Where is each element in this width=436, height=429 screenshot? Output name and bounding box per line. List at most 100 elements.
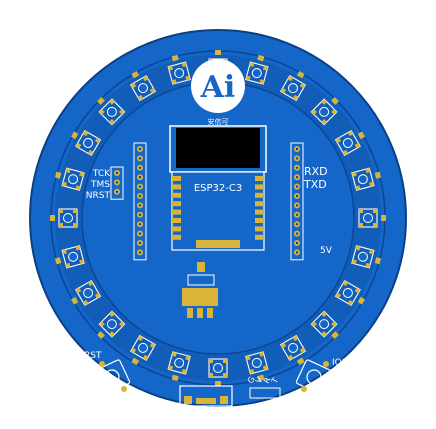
led-pad	[347, 299, 354, 306]
io9-button: IO9	[295, 358, 348, 395]
led-pad	[118, 109, 125, 115]
led-lens	[319, 319, 330, 330]
led-pad	[181, 369, 187, 374]
led-pad	[249, 62, 255, 67]
chip-label: ESP32-C3	[194, 183, 242, 194]
led-outline	[358, 208, 378, 228]
led-lens	[63, 213, 73, 223]
led-cap	[357, 296, 365, 305]
header-pin-hole	[295, 157, 299, 160]
led-cap	[50, 215, 55, 221]
led-pad	[354, 287, 361, 294]
io9-button-cap	[306, 369, 322, 385]
usb-pad-b	[220, 396, 228, 404]
label-io9: IO9	[332, 358, 348, 368]
header-pin-hole	[295, 185, 299, 188]
led-lens	[342, 138, 353, 148]
label-r: R	[262, 375, 273, 385]
header-pin-hole	[138, 204, 142, 207]
led-unit	[279, 71, 307, 102]
module-outline	[171, 171, 265, 251]
led-pad	[321, 118, 327, 125]
led-lens	[68, 251, 79, 262]
led-cap	[97, 97, 105, 105]
led-unit	[245, 351, 269, 382]
led-pad	[75, 185, 81, 191]
led-lens	[342, 288, 353, 298]
led-pad	[62, 249, 67, 255]
label-rxd: RXD	[304, 165, 328, 178]
rst-pad-b	[121, 386, 127, 392]
logo: Ai 安信可	[191, 59, 245, 126]
led-unit	[351, 245, 382, 269]
led-outline	[279, 334, 307, 361]
module-pads	[172, 176, 264, 240]
module-pad	[255, 218, 264, 223]
watermark: https://blog.csdn.net/qq1140920745	[210, 405, 430, 419]
regulator-pin2	[197, 308, 203, 318]
led-pad	[65, 262, 71, 268]
led-pad	[321, 99, 327, 105]
led-pad	[287, 354, 294, 361]
regulator-pin3	[207, 308, 213, 318]
header-pins-right	[290, 142, 304, 261]
rst-button: RST	[84, 351, 131, 395]
module-pad	[172, 218, 181, 223]
led-pad	[245, 75, 251, 81]
led-pad	[130, 347, 137, 354]
led-pad	[87, 280, 94, 287]
led-cap	[374, 257, 382, 265]
led-pad	[99, 109, 105, 115]
led-cap	[171, 374, 179, 382]
led-lens	[251, 68, 262, 79]
led-lens	[174, 68, 185, 79]
header-pin-hole	[138, 223, 142, 226]
header-pin-hole	[138, 213, 142, 216]
led-unit	[279, 334, 307, 365]
regulator-outline	[187, 274, 215, 286]
led-lens	[251, 357, 262, 368]
led-lens	[319, 106, 330, 117]
header-pin-hole	[295, 166, 299, 169]
led-lens	[357, 251, 368, 262]
led-pad	[149, 342, 156, 349]
led-cap	[97, 331, 105, 339]
led-pad	[351, 259, 357, 265]
led-unit	[129, 71, 157, 102]
led-pad	[185, 355, 191, 361]
led-outline	[334, 129, 361, 157]
led-pad	[94, 292, 101, 299]
module-pad	[172, 234, 181, 240]
io9-pad-a	[323, 361, 329, 367]
led-pad	[137, 335, 144, 342]
header-pin-hole	[138, 176, 142, 179]
regulator	[182, 262, 218, 318]
led-cap	[357, 131, 365, 140]
led-pad	[109, 99, 115, 105]
led-pad	[62, 181, 67, 187]
header-pin-hole	[115, 190, 119, 193]
header-pin-hole	[138, 241, 142, 245]
led-outline	[75, 279, 102, 307]
led-pad	[223, 359, 227, 363]
led-pad	[59, 209, 63, 213]
led-lens	[83, 288, 94, 298]
header-pin-hole	[138, 147, 142, 151]
module-pad	[255, 234, 264, 240]
led-pad	[373, 223, 377, 227]
led-lens	[288, 83, 298, 94]
led-pad	[82, 299, 89, 306]
led-pad	[142, 75, 149, 82]
usb-pins	[196, 398, 216, 404]
led-pad	[347, 130, 354, 137]
led-outline	[245, 61, 269, 85]
label-txd: TXD	[303, 178, 327, 191]
module-pad	[172, 201, 181, 207]
logo-caption: 安信可	[208, 117, 229, 126]
led-outline	[98, 310, 126, 338]
io9-pad-b	[301, 386, 307, 392]
led-outline	[61, 167, 85, 191]
led-unit	[310, 310, 339, 339]
header-pin-hole	[115, 181, 119, 184]
